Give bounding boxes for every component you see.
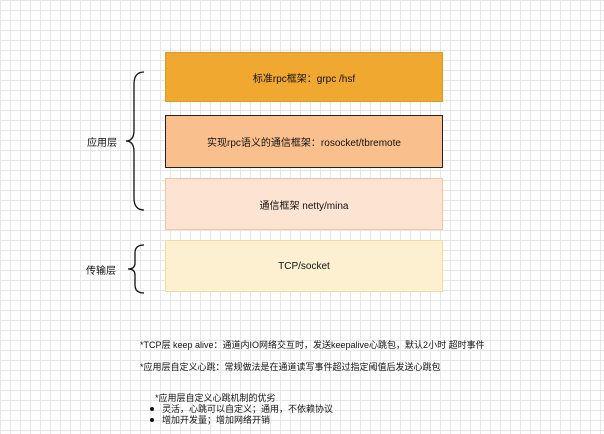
bullet-icon	[150, 407, 154, 412]
list-item-text: 增加开发量；增加网络开销	[162, 415, 271, 425]
transport-layer-label: 传输层	[86, 266, 116, 277]
list-item: 灵活，心跳可以自定义；通用，不依赖协议	[150, 404, 333, 415]
app-layer-label: 应用层	[87, 138, 117, 149]
tcp-keepalive-note: *TCP层 keep alive：通道内IO网络交互时，发送keepalive心…	[140, 340, 485, 350]
box-communication-framework: 通信框架 netty/mina	[165, 178, 443, 230]
app-heartbeat-note: *应用层自定义心跳：常规做法是在通道读写事件超过指定阈值后发送心跳包	[140, 362, 441, 372]
list-item: 增加开发量；增加网络开销	[150, 415, 333, 426]
box-tcp-socket-label: TCP/socket	[278, 260, 330, 272]
box-rpc-semantic-framework: 实现rpc语义的通信框架：rosocket/tbremote	[165, 115, 443, 168]
box-standard-rpc-label: 标准rpc框架：grpc /hsf	[252, 73, 356, 85]
box-standard-rpc: 标准rpc框架：grpc /hsf	[165, 52, 443, 102]
transport-layer-brace	[127, 244, 145, 294]
box-rpc-semantic-framework-label: 实现rpc语义的通信框架：rosocket/tbremote	[207, 138, 401, 149]
bullet-icon	[150, 418, 154, 423]
box-communication-framework-label: 通信框架 netty/mina	[259, 200, 349, 212]
box-tcp-socket: TCP/socket	[165, 240, 443, 292]
advantages-title: *应用层自定义心跳机制的优劣	[155, 393, 276, 403]
list-item-text: 灵活，心跳可以自定义；通用，不依赖协议	[162, 404, 334, 414]
app-layer-brace	[125, 71, 145, 211]
advantages-list: 灵活，心跳可以自定义；通用，不依赖协议 增加开发量；增加网络开销	[150, 404, 333, 426]
